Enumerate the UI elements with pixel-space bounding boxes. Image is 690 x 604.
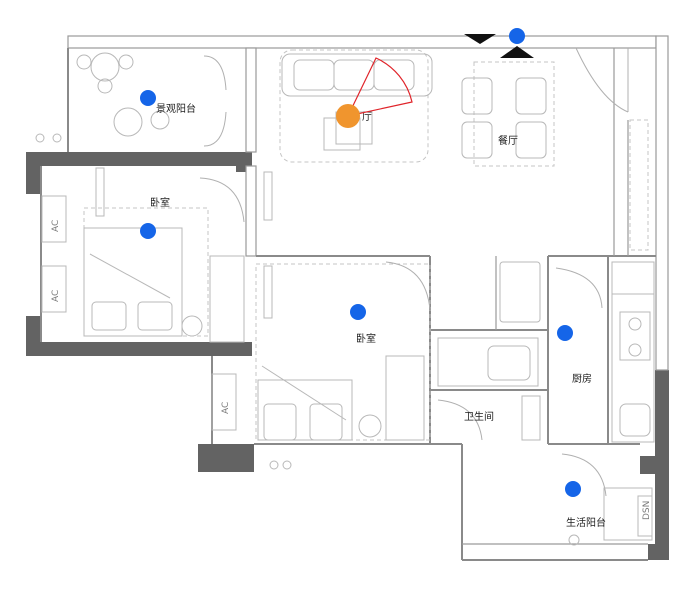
active-viewpoint-marker[interactable] [336,104,360,128]
structural-columns [26,152,669,560]
label-bedroom-2: 卧室 [356,332,376,345]
label-kitchen: 厨房 [572,372,592,385]
entrance-arrow-down-icon [464,34,496,44]
furniture [35,47,655,546]
label-scenic-balcony: 景观阳台 [156,102,196,115]
label-ac-1: AC [51,220,61,232]
label-dryer: DSN [642,501,652,520]
appliance-labels: AC AC AC DSN [51,220,652,520]
viewpoint-scenic-balcony[interactable] [140,90,156,106]
entrance-arrows [464,34,534,58]
viewpoint-bedroom-1[interactable] [140,223,156,239]
view-cone [346,57,413,117]
label-utility-balcony: 生活阳台 [566,516,606,529]
room-labels: 景观阳台 厅 餐厅 卧室 卧室 厨房 卫生间 生活阳台 [150,102,606,529]
entrance-arrow-up-icon [500,46,534,58]
label-living-room: 厅 [362,112,372,123]
label-ac-2: AC [51,290,61,302]
label-ac-3: AC [221,402,231,414]
viewpoint-bedroom-2[interactable] [350,304,366,320]
label-dining-room: 餐厅 [498,134,518,147]
viewpoint-utility-balcony[interactable] [565,481,581,497]
label-bathroom: 卫生间 [464,410,494,423]
viewpoint-kitchen[interactable] [557,325,573,341]
walls [40,35,669,561]
label-bedroom-1: 卧室 [150,196,170,209]
viewpoint-markers [140,28,581,497]
viewpoint-entrance[interactable] [509,28,525,44]
